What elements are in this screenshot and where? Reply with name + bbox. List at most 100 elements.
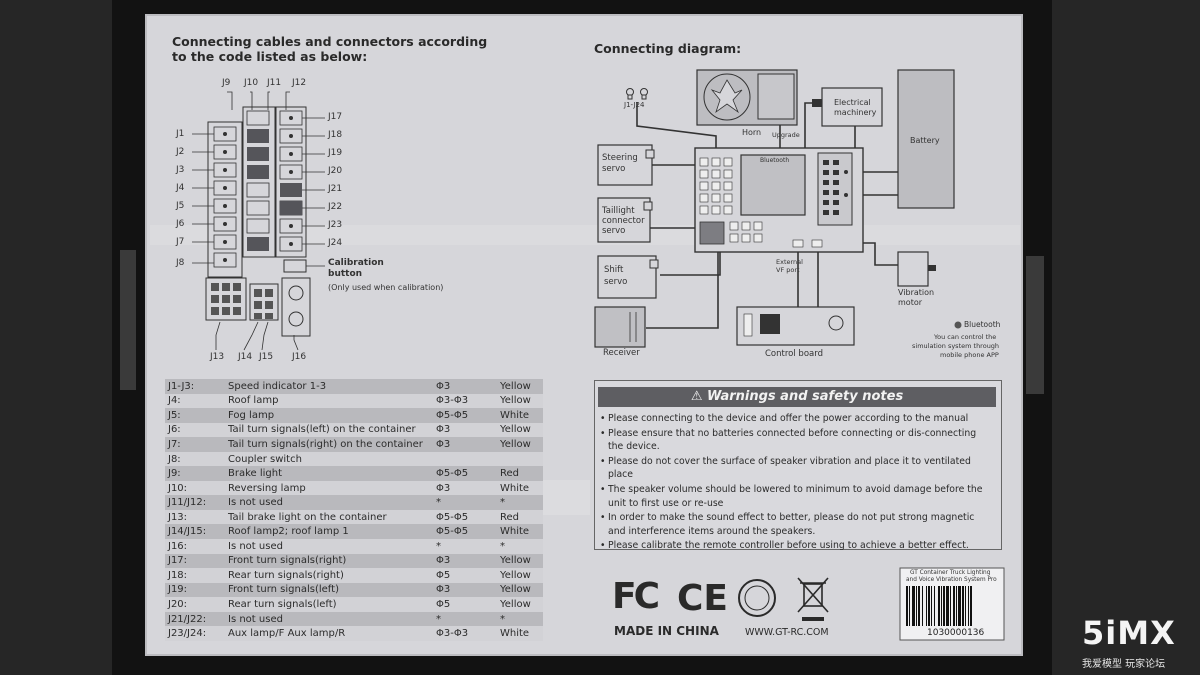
warnings-list: Please connecting to the device and offe… — [600, 412, 992, 554]
steering-servo-label: Steering — [602, 153, 638, 163]
bluetooth-note-2: simulation system through — [912, 342, 1000, 350]
table-cell-size: Φ3 — [433, 422, 497, 438]
table-row: J6:Tail turn signals(left) on the contai… — [165, 422, 543, 438]
table-cell-desc: Rear turn signals(right) — [225, 568, 433, 583]
horn-label: Horn — [742, 128, 762, 137]
receiver-label: Receiver — [603, 348, 640, 358]
table-cell-desc: Brake light — [225, 466, 433, 481]
weee-bin-icon — [797, 577, 829, 613]
table-cell-size: Φ3 — [433, 582, 497, 598]
table-cell-desc: Reversing lamp — [225, 480, 433, 496]
barcode-bar — [950, 586, 951, 626]
table-cell-size: Φ5 — [433, 597, 497, 612]
compliance-seal-icon — [738, 579, 776, 617]
barcode-bar — [968, 586, 969, 626]
table-cell-size: * — [433, 611, 497, 627]
table-cell-code: J14/J15: — [165, 524, 225, 540]
shift-servo — [597, 255, 657, 299]
shift-servo-label: Shift — [604, 265, 624, 275]
barcode-bar — [958, 586, 961, 626]
table-cell-desc: Coupler switch — [225, 451, 433, 467]
table-cell-size: Φ5-Φ5 — [433, 509, 497, 525]
barcode-bar — [906, 586, 908, 626]
table-cell-size: Φ3 — [433, 480, 497, 496]
taillight-label-2: connector — [602, 216, 645, 226]
table-cell-color — [497, 451, 543, 467]
jack-label-left: J4 — [176, 183, 185, 193]
warnings-title: Warnings and safety notes — [707, 389, 904, 404]
barcode-number: 1030000136 — [927, 628, 985, 638]
barcode-bar — [916, 586, 917, 626]
jack-label-right: J17 — [328, 112, 343, 122]
table-cell-size: Φ5-Φ5 — [433, 408, 497, 423]
barcode-bar — [946, 586, 949, 626]
barcode-bar — [962, 586, 964, 626]
warning-item: Please do not cover the surface of speak… — [600, 455, 992, 482]
barcode-bar — [943, 586, 945, 626]
table-cell-code: J23/J24: — [165, 626, 225, 641]
warning-item: Please connecting to the device and offe… — [600, 412, 992, 426]
table-cell-color: Yellow — [497, 393, 543, 409]
receiver-component — [594, 306, 646, 348]
barcode-bar — [928, 586, 930, 626]
barcode-bar — [934, 586, 935, 626]
calibration-label-2: button — [328, 269, 363, 279]
warning-item: The speaker volume should be lowered to … — [600, 483, 992, 510]
barcode-bar — [956, 586, 957, 626]
table-cell-color: Yellow — [497, 582, 543, 598]
table-cell-color: * — [497, 611, 543, 627]
jack-label-top: J10 — [244, 78, 259, 88]
bluetooth-note-3: mobile phone APP — [940, 351, 999, 359]
table-cell-code: J8: — [165, 451, 225, 467]
barcode-bar — [931, 586, 932, 626]
diagram-title: Connecting diagram: — [594, 41, 742, 56]
section-title-line2: to the code listed as below: — [172, 49, 368, 64]
table-cell-code: J5: — [165, 408, 225, 423]
battery-label: Battery — [910, 136, 940, 145]
external-vf-label-2: VF port — [776, 266, 800, 274]
taillight-label: Taillight — [602, 206, 635, 216]
jack-label-left: J3 — [176, 165, 185, 175]
table-cell-color: Red — [497, 509, 543, 525]
table-cell-size: * — [433, 495, 497, 510]
jack-label-bottom: J15 — [259, 352, 274, 362]
jack-label-left: J8 — [176, 258, 185, 268]
table-cell-code: J17: — [165, 553, 225, 569]
table-cell-desc: Front turn signals(right) — [225, 553, 433, 569]
table-cell-color: Yellow — [497, 597, 543, 612]
table-cell-size — [433, 451, 497, 467]
warning-triangle-icon: ⚠ — [690, 389, 703, 404]
table-cell-color: Yellow — [497, 568, 543, 583]
table-cell-desc: Rear turn signals(left) — [225, 597, 433, 612]
table-cell-color: * — [497, 495, 543, 510]
table-cell-desc: Roof lamp — [225, 393, 433, 409]
upgrade-label: Upgrade — [772, 131, 800, 139]
table-cell-desc: Fog lamp — [225, 408, 433, 423]
taillight-label-3: servo — [602, 226, 626, 236]
bluetooth-note: You can control the — [934, 333, 997, 341]
jack-label-right: J24 — [328, 238, 343, 248]
table-cell-size: Φ3-Φ3 — [433, 393, 497, 409]
table-cell-color: Red — [497, 466, 543, 481]
j1-j24-label: J1-J24 — [624, 101, 645, 109]
jack-label-right: J18 — [328, 130, 343, 140]
table-cell-color: Yellow — [497, 422, 543, 438]
table-row: J7:Tail turn signals(right) on the conta… — [165, 437, 543, 452]
steering-servo — [597, 144, 653, 186]
table-cell-desc: Tail turn signals(left) on the container — [225, 422, 433, 438]
jack-label-right: J19 — [328, 148, 343, 158]
jack-label-right: J20 — [328, 166, 343, 176]
table-cell-code: J1-J3: — [165, 379, 225, 394]
table-cell-code: J6: — [165, 422, 225, 438]
